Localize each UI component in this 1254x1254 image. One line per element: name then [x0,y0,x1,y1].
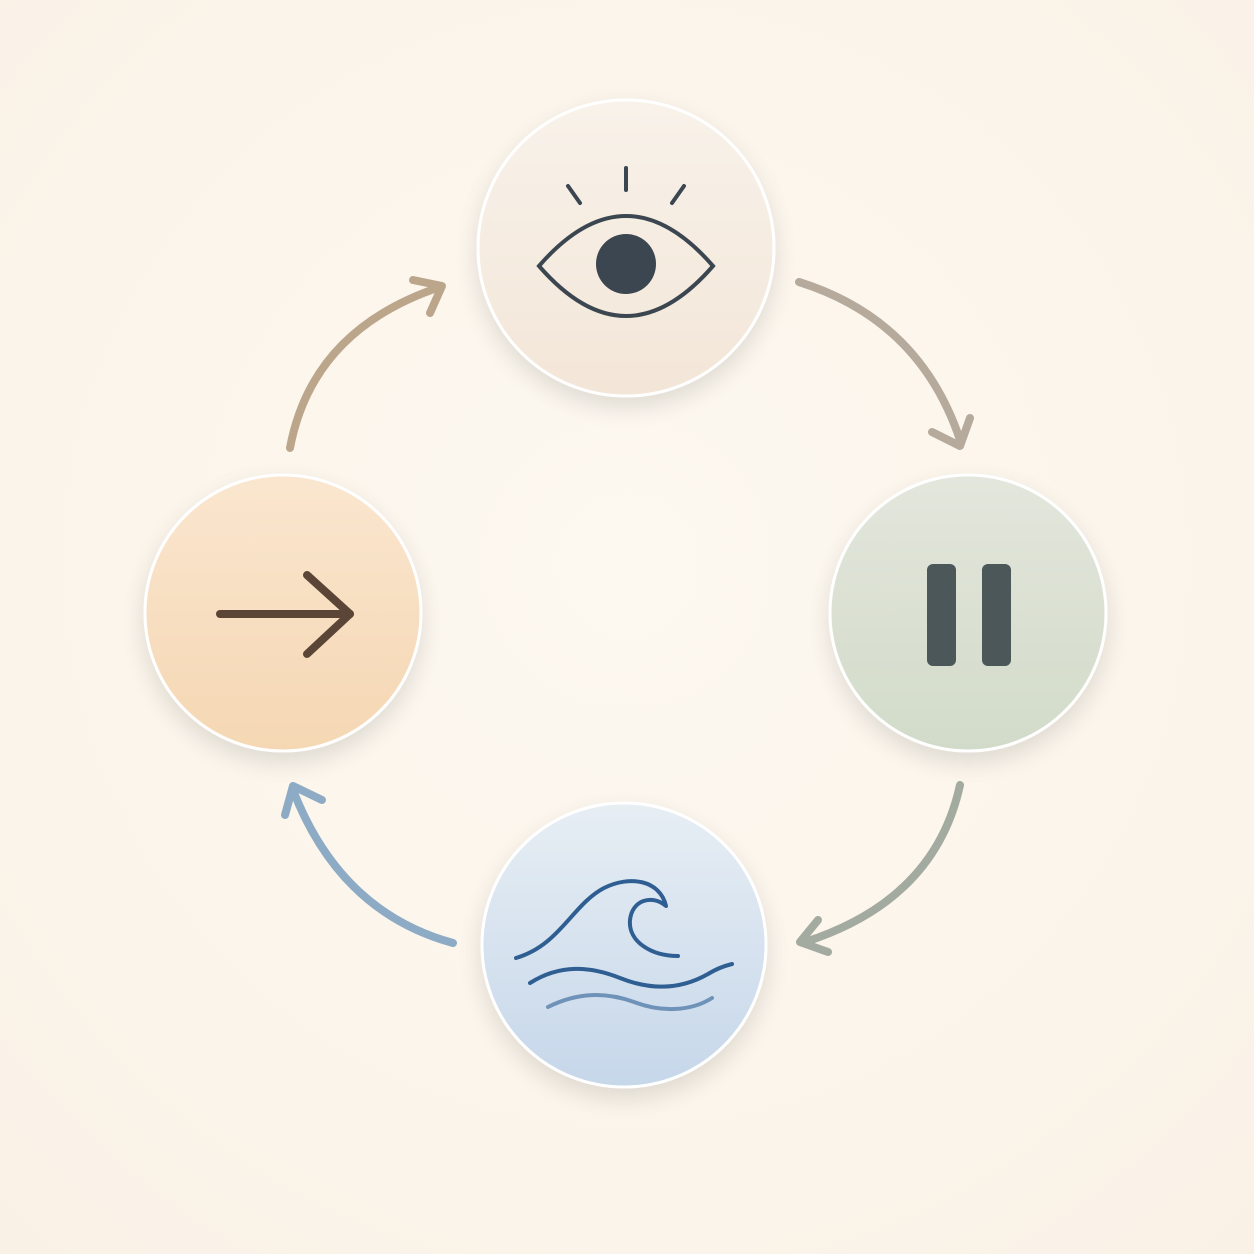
arrow-flow-to-act [281,782,457,947]
pause-icon [927,564,1011,666]
wave-icon [514,879,734,1011]
arrow-act-to-observe [286,276,446,452]
arrow-observe-to-pause [795,278,974,450]
node-flow [480,801,768,1089]
arrow-pause-to-flow [796,781,964,956]
eye-icon [536,166,716,318]
arrow-right-icon [216,571,354,658]
node-pause [828,473,1108,753]
